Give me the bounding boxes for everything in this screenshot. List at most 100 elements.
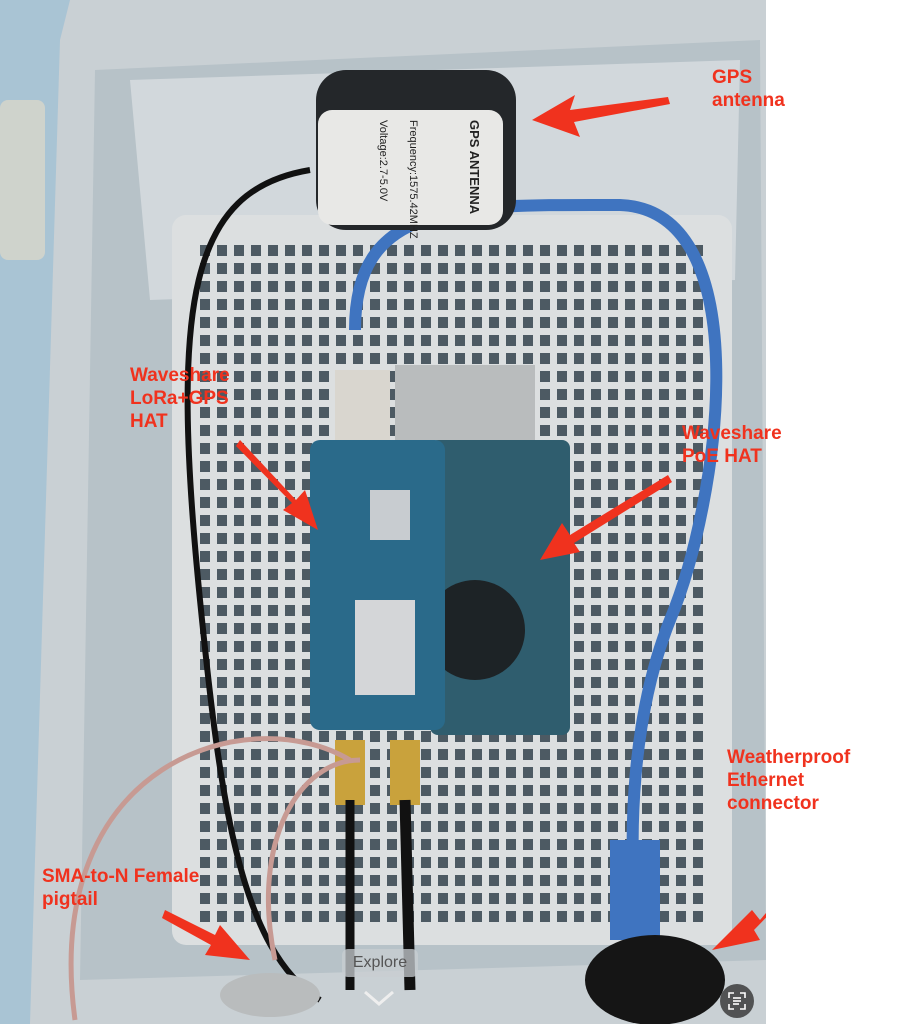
vent-hole — [676, 317, 686, 328]
vent-hole — [523, 281, 533, 292]
vent-hole — [591, 245, 601, 256]
vent-hole — [217, 407, 227, 418]
vent-hole — [285, 659, 295, 670]
vent-hole — [302, 353, 312, 364]
vent-hole — [642, 353, 652, 364]
vent-hole — [591, 623, 601, 634]
vent-hole — [523, 335, 533, 346]
vent-hole — [438, 875, 448, 886]
vent-hole — [489, 335, 499, 346]
vent-hole — [200, 839, 210, 850]
vent-hole — [540, 245, 550, 256]
vent-hole — [676, 533, 686, 544]
vent-hole — [234, 335, 244, 346]
vent-hole — [676, 857, 686, 868]
vent-hole — [353, 839, 363, 850]
vent-hole — [625, 677, 635, 688]
vent-hole — [540, 731, 550, 742]
vent-hole — [234, 911, 244, 922]
vent-hole — [319, 335, 329, 346]
vent-hole — [387, 803, 397, 814]
vent-hole — [676, 641, 686, 652]
vent-hole — [438, 245, 448, 256]
vent-hole — [285, 587, 295, 598]
visual-lookup-button[interactable] — [720, 984, 754, 1018]
vent-hole — [251, 839, 261, 850]
vent-hole — [557, 371, 567, 382]
vent-hole — [370, 839, 380, 850]
vent-hole — [268, 299, 278, 310]
vent-hole — [523, 839, 533, 850]
vent-hole — [438, 749, 448, 760]
vent-hole — [642, 299, 652, 310]
vent-hole — [302, 623, 312, 634]
vent-hole — [506, 299, 516, 310]
vent-hole — [642, 497, 652, 508]
vent-hole — [557, 281, 567, 292]
vent-hole — [370, 353, 380, 364]
vent-hole — [217, 677, 227, 688]
vent-hole — [642, 371, 652, 382]
vent-hole — [200, 281, 210, 292]
vent-hole — [489, 767, 499, 778]
vent-hole — [659, 857, 669, 868]
vent-hole — [438, 281, 448, 292]
vent-hole — [591, 389, 601, 400]
vent-hole — [217, 299, 227, 310]
vent-hole — [659, 245, 669, 256]
vent-hole — [387, 353, 397, 364]
vent-hole — [319, 803, 329, 814]
vent-hole — [625, 479, 635, 490]
vent-hole — [251, 371, 261, 382]
vent-hole — [608, 263, 618, 274]
vent-hole — [540, 803, 550, 814]
vent-hole — [302, 389, 312, 400]
vent-hole — [540, 749, 550, 760]
vent-hole — [251, 443, 261, 454]
vent-hole — [642, 317, 652, 328]
vent-hole — [285, 893, 295, 904]
vent-hole — [251, 749, 261, 760]
vent-hole — [676, 803, 686, 814]
vent-hole — [251, 605, 261, 616]
vent-hole — [676, 263, 686, 274]
vent-hole — [642, 461, 652, 472]
annotation-arrows — [162, 95, 766, 960]
vent-hole — [353, 731, 363, 742]
vent-hole — [217, 569, 227, 580]
vent-hole — [591, 749, 601, 760]
vent-hole — [693, 695, 703, 706]
vent-hole — [285, 821, 295, 832]
vent-hole — [574, 569, 584, 580]
vent-hole — [659, 605, 669, 616]
vent-hole — [268, 425, 278, 436]
vent-hole — [574, 407, 584, 418]
vent-hole — [506, 263, 516, 274]
vent-hole — [285, 461, 295, 472]
vent-hole — [217, 245, 227, 256]
vent-hole — [319, 893, 329, 904]
vent-hole — [591, 461, 601, 472]
vent-hole — [676, 389, 686, 400]
vent-hole — [387, 893, 397, 904]
explore-button[interactable]: Explore — [342, 949, 418, 977]
vent-hole — [591, 641, 601, 652]
vent-hole — [693, 641, 703, 652]
vent-hole — [302, 767, 312, 778]
vent-hole — [642, 587, 652, 598]
vent-hole — [523, 353, 533, 364]
vent-hole — [200, 371, 210, 382]
vent-hole — [234, 461, 244, 472]
vent-hole — [251, 353, 261, 364]
vent-hole — [591, 335, 601, 346]
vent-hole — [591, 677, 601, 688]
chevron-down-icon[interactable] — [362, 988, 396, 1008]
vent-hole — [370, 803, 380, 814]
vent-hole — [217, 623, 227, 634]
vent-hole — [591, 569, 601, 580]
vent-hole — [387, 371, 397, 382]
vent-hole — [472, 803, 482, 814]
vent-hole — [455, 245, 465, 256]
vent-hole — [200, 299, 210, 310]
vent-hole — [234, 497, 244, 508]
